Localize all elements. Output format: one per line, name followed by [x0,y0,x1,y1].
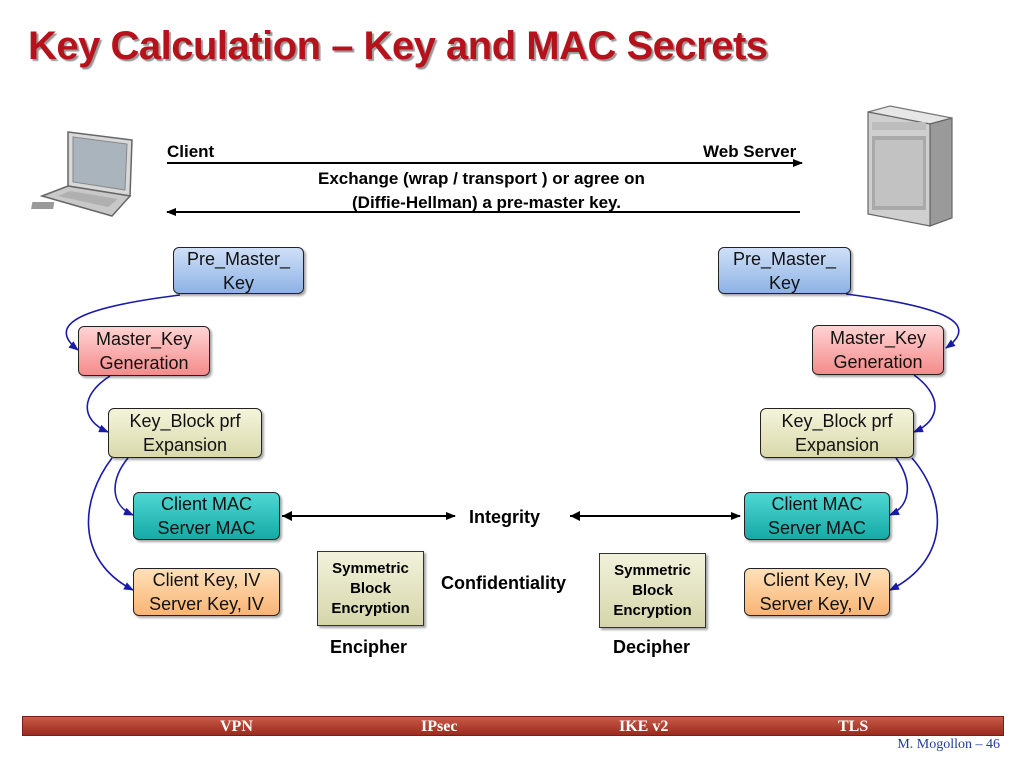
left-key-block-expansion-box: Key_Block prf Expansion [108,408,262,458]
footer-item-ipsec[interactable]: IPsec [421,718,458,735]
client-label: Client [167,142,215,161]
right-client-server-key-box: Client Key, IV Server Key, IV [744,568,890,616]
left-master-key-generation-box: Master_Key Generation [78,326,210,376]
left-flow-curves [65,294,181,591]
right-pre-master-key-box: Pre_Master_ Key [718,247,851,294]
decipher-symmetric-block-box: Symmetric Block Encryption [599,553,706,628]
web-server-label: Web Server [703,142,797,161]
left-pre-master-key-box: Pre_Master_ Key [173,247,304,294]
page-number: M. Mogollon – 46 [897,737,1000,752]
encipher-symmetric-block-box: Symmetric Block Encryption [317,551,424,626]
laptop-icon [31,131,133,217]
footer-item-ike-v2[interactable]: IKE v2 [619,718,669,735]
server-tower-icon [867,105,953,227]
exchange-text-line2: (Diffie-Hellman) a pre-master key. [352,193,621,212]
encipher-label: Encipher [330,637,408,657]
decipher-label: Decipher [613,637,691,657]
footer-item-tls[interactable]: TLS [838,718,869,735]
right-master-key-generation-box: Master_Key Generation [812,325,944,375]
right-key-block-expansion-box: Key_Block prf Expansion [760,408,914,458]
integrity-label: Integrity [469,507,541,527]
right-client-server-mac-box: Client MAC Server MAC [744,492,890,540]
left-client-server-mac-box: Client MAC Server MAC [133,492,280,540]
confidentiality-label: Confidentiality [441,573,566,593]
footer-nav-bar: VPN IPsec IKE v2 TLS [22,716,1004,736]
slide-title: Key Calculation – Key and MAC Secrets [28,24,768,68]
footer-item-vpn[interactable]: VPN [220,718,253,735]
left-client-server-key-box: Client Key, IV Server Key, IV [133,568,280,616]
right-flow-curves [845,293,960,591]
exchange-text-line1: Exchange (wrap / transport ) or agree on [318,169,645,188]
